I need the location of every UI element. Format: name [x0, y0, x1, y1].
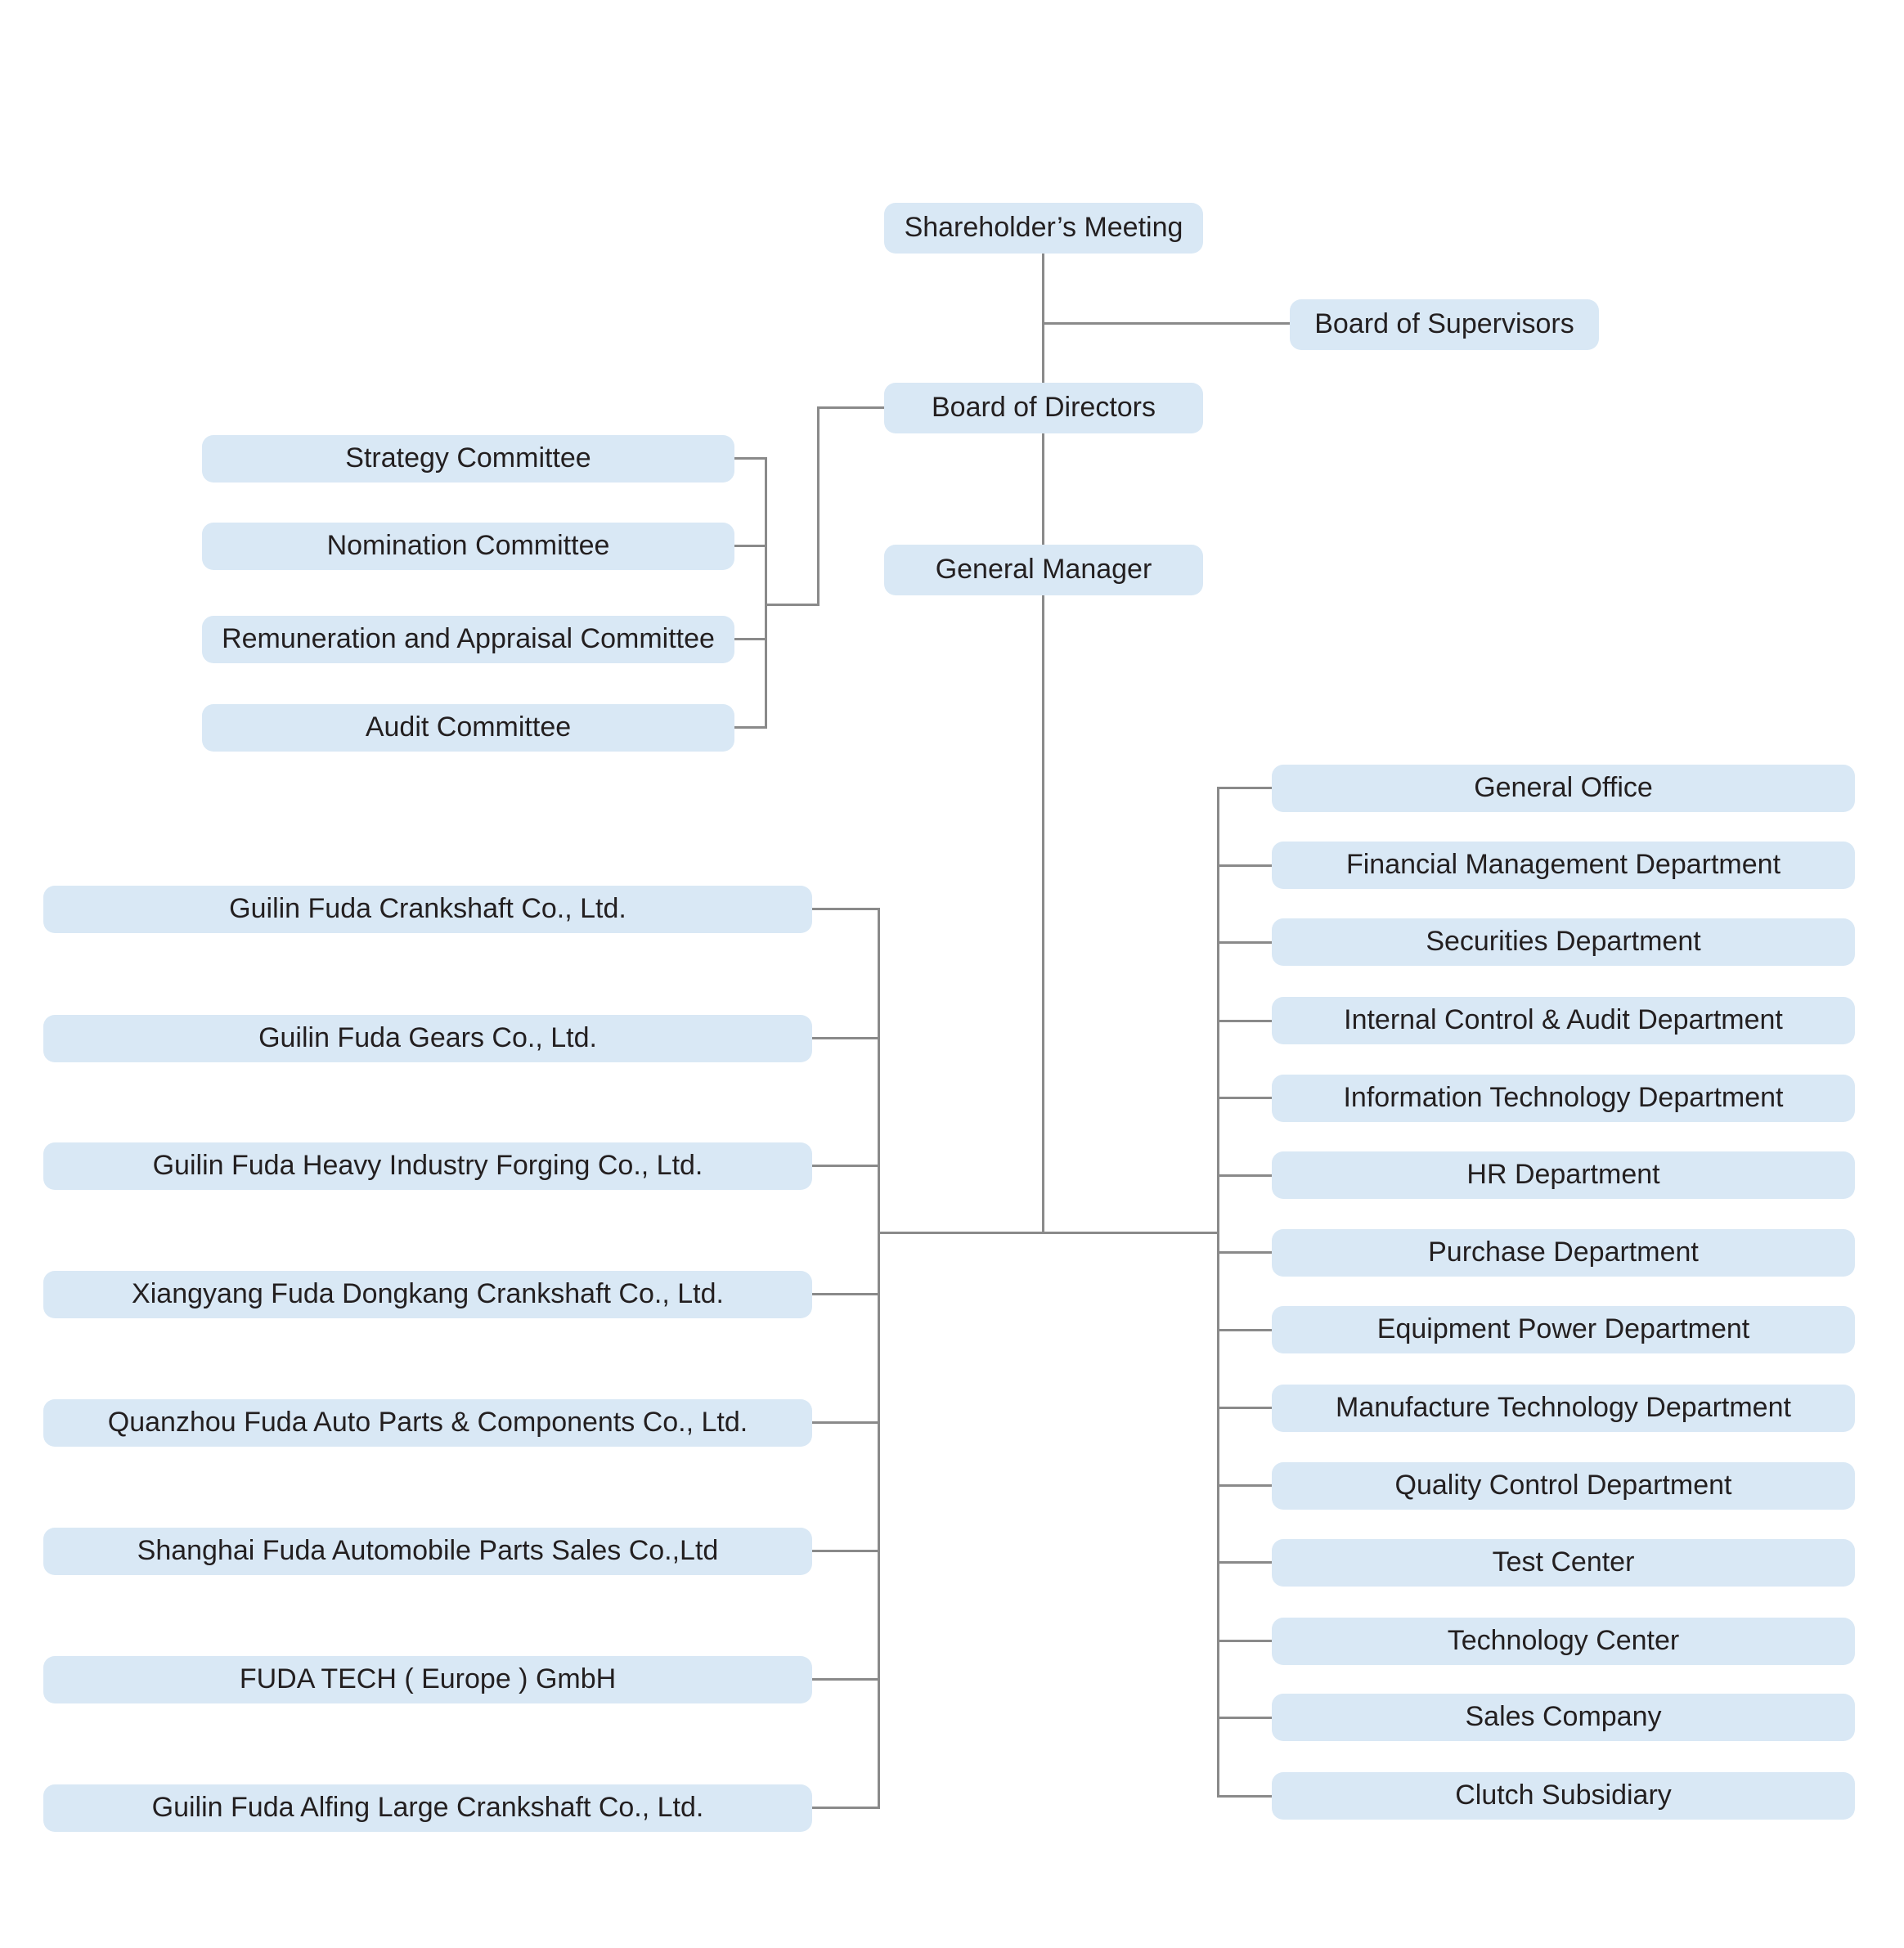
connector-main-crossbar	[878, 1232, 1219, 1234]
node-board-of-directors: Board of Directors	[884, 383, 1203, 433]
connector-committee-stub-2	[734, 545, 767, 547]
connector-committee-stub-3	[734, 638, 767, 640]
connector-subsidiary-stub-5	[812, 1421, 879, 1424]
connector-subsidiary-stub-3	[812, 1165, 879, 1167]
connector-board-supervisors	[1042, 322, 1290, 325]
node-strategy-committee: Strategy Committee	[202, 435, 734, 483]
connector-department-stub-9	[1218, 1407, 1272, 1409]
connector-committee-elbow-v	[817, 406, 820, 606]
connector-subsidiary-stub-8	[812, 1807, 879, 1809]
node-general-manager: General Manager	[884, 545, 1203, 595]
node-dept-information-technology: Information Technology Department	[1272, 1075, 1855, 1122]
connector-root-to-board	[1042, 254, 1044, 383]
connector-department-stub-5	[1218, 1097, 1272, 1099]
node-shanghai-fuda-automobile-parts-sales: Shanghai Fuda Automobile Parts Sales Co.…	[43, 1528, 812, 1575]
node-guilin-fuda-crankshaft: Guilin Fuda Crankshaft Co., Ltd.	[43, 886, 812, 933]
connector-department-stub-4	[1218, 1020, 1272, 1022]
node-dept-equipment-power: Equipment Power Department	[1272, 1306, 1855, 1353]
node-guilin-fuda-gears: Guilin Fuda Gears Co., Ltd.	[43, 1015, 812, 1062]
connector-department-stub-7	[1218, 1251, 1272, 1254]
connector-department-stub-3	[1218, 941, 1272, 944]
connector-board-to-junction	[1042, 433, 1044, 1234]
connector-department-stub-13	[1218, 1717, 1272, 1719]
node-quanzhou-fuda-auto-parts: Quanzhou Fuda Auto Parts & Components Co…	[43, 1399, 812, 1447]
connector-department-stub-11	[1218, 1561, 1272, 1564]
connector-department-stub-8	[1218, 1329, 1272, 1331]
node-dept-internal-control-audit: Internal Control & Audit Department	[1272, 997, 1855, 1044]
connector-subsidiary-stub-4	[812, 1293, 879, 1295]
connector-committee-stub-4	[734, 726, 767, 729]
connector-subsidiary-stub-2	[812, 1037, 879, 1039]
node-dept-securities: Securities Department	[1272, 918, 1855, 966]
node-dept-financial-management: Financial Management Department	[1272, 842, 1855, 889]
connector-subsidiary-stub-6	[812, 1550, 879, 1552]
node-dept-general-office: General Office	[1272, 765, 1855, 812]
node-guilin-fuda-alfing-large-crankshaft: Guilin Fuda Alfing Large Crankshaft Co.,…	[43, 1784, 812, 1832]
connector-department-stub-14	[1218, 1795, 1272, 1798]
node-xiangyang-fuda-dongkang-crankshaft: Xiangyang Fuda Dongkang Crankshaft Co., …	[43, 1271, 812, 1318]
node-fuda-tech-europe: FUDA TECH ( Europe ) GmbH	[43, 1656, 812, 1703]
node-dept-quality-control: Quality Control Department	[1272, 1462, 1855, 1510]
node-dept-purchase: Purchase Department	[1272, 1229, 1855, 1277]
node-dept-sales-company: Sales Company	[1272, 1694, 1855, 1741]
connector-committee-stub-1	[734, 457, 767, 460]
node-board-of-supervisors: Board of Supervisors	[1290, 299, 1599, 350]
connector-committee-bus	[765, 457, 767, 729]
node-dept-hr: HR Department	[1272, 1151, 1855, 1199]
node-dept-technology-center: Technology Center	[1272, 1618, 1855, 1665]
node-dept-clutch-subsidiary: Clutch Subsidiary	[1272, 1772, 1855, 1820]
connector-subsidiary-bus	[878, 908, 880, 1809]
node-guilin-fuda-heavy-industry-forging: Guilin Fuda Heavy Industry Forging Co., …	[43, 1142, 812, 1190]
connector-department-stub-2	[1218, 864, 1272, 867]
connector-department-stub-12	[1218, 1640, 1272, 1642]
connector-subsidiary-stub-1	[812, 908, 879, 910]
connector-department-stub-6	[1218, 1174, 1272, 1177]
connector-department-bus	[1217, 787, 1219, 1798]
node-dept-manufacture-technology: Manufacture Technology Department	[1272, 1385, 1855, 1432]
node-shareholders-meeting: Shareholder’s Meeting	[884, 203, 1203, 254]
connector-subsidiary-stub-7	[812, 1678, 879, 1681]
connector-committee-elbow-h	[765, 604, 820, 606]
node-audit-committee: Audit Committee	[202, 704, 734, 752]
connector-department-stub-10	[1218, 1484, 1272, 1487]
node-remuneration-appraisal-committee: Remuneration and Appraisal Committee	[202, 616, 734, 663]
connector-committee-to-board	[817, 406, 884, 409]
connector-department-stub-1	[1218, 787, 1272, 789]
node-nomination-committee: Nomination Committee	[202, 523, 734, 570]
node-dept-test-center: Test Center	[1272, 1539, 1855, 1587]
